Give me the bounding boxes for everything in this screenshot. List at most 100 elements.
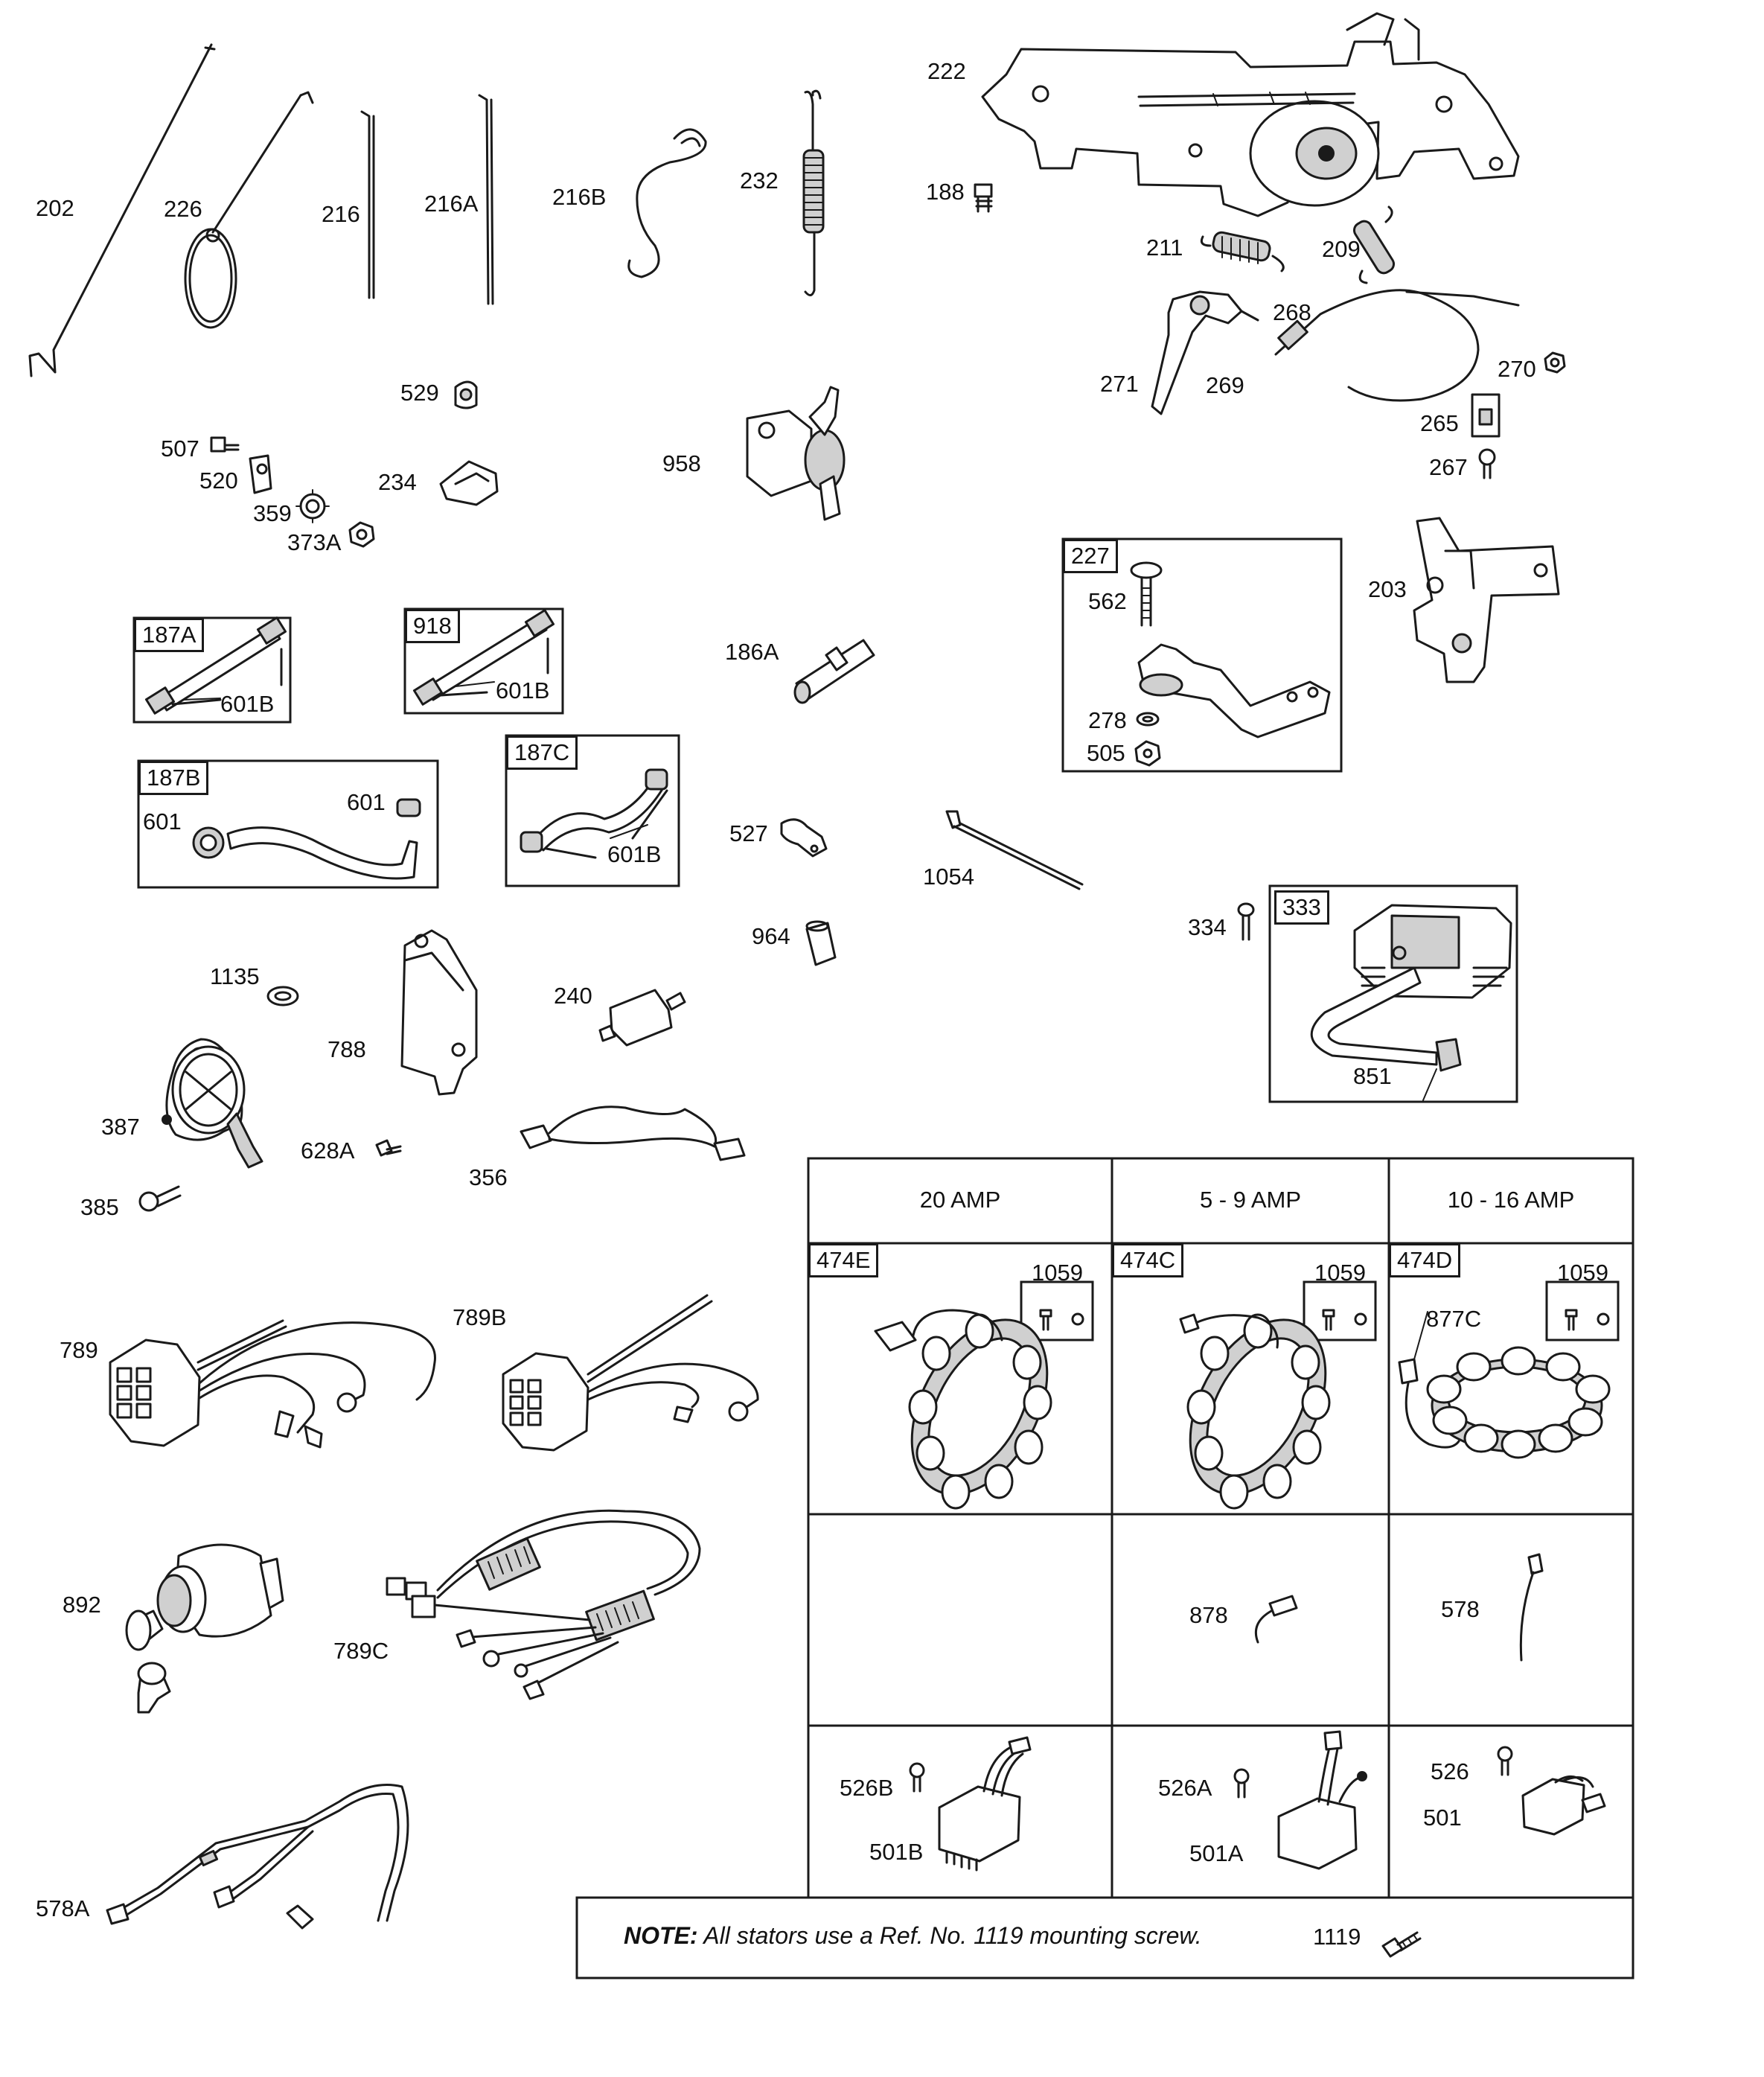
connector-878	[1254, 1595, 1298, 1644]
kit-box-187A	[132, 616, 292, 724]
bracket-520	[249, 454, 272, 494]
label-356: 356	[469, 1164, 508, 1190]
label-892: 892	[63, 1592, 101, 1618]
nut-505	[1134, 740, 1161, 767]
label-268: 268	[1273, 299, 1311, 325]
label-578: 578	[1441, 1596, 1480, 1622]
label-474C: 474C	[1112, 1243, 1184, 1277]
choke-bracket-227	[1137, 643, 1331, 738]
fuel-valve-958	[746, 386, 846, 521]
label-958: 958	[662, 450, 701, 476]
label-211: 211	[1146, 234, 1183, 261]
choke-link-226	[184, 91, 314, 329]
clip-527	[780, 818, 828, 858]
label-222: 222	[927, 58, 966, 84]
label-216A: 216A	[424, 191, 479, 217]
screw-526	[1497, 1746, 1513, 1776]
label-1059-c: 1059	[1557, 1260, 1608, 1286]
link-216	[360, 110, 375, 299]
label-789B: 789B	[453, 1304, 507, 1330]
label-507: 507	[161, 436, 199, 462]
note-text: All stators use a Ref. No. 1119 mounting…	[697, 1922, 1202, 1949]
screw-628A	[375, 1139, 402, 1157]
kit-box-227	[1061, 537, 1343, 773]
label-501: 501	[1423, 1805, 1462, 1831]
bracket-788	[400, 929, 478, 1096]
label-578A: 578A	[36, 1895, 90, 1921]
wire-578	[1519, 1553, 1544, 1662]
fuel-line-918	[412, 609, 555, 706]
label-227: 227	[1063, 539, 1118, 573]
label-202: 202	[36, 195, 74, 221]
header-10-16-amp: 10 - 16 AMP	[1447, 1187, 1575, 1213]
label-789: 789	[60, 1337, 98, 1363]
label-918: 918	[405, 609, 460, 643]
label-1054: 1054	[923, 864, 974, 890]
label-1059-a: 1059	[1032, 1260, 1083, 1286]
fitting-186A	[793, 639, 875, 704]
screw-188	[974, 183, 993, 213]
label-216: 216	[322, 201, 360, 227]
label-474E: 474E	[808, 1243, 879, 1277]
grommet-1135	[266, 986, 299, 1006]
label-601-a: 601	[143, 808, 182, 835]
label-851: 851	[1353, 1063, 1392, 1089]
kit-box-1059-b	[1303, 1280, 1377, 1341]
stator-474E	[874, 1309, 1052, 1510]
label-474D: 474D	[1389, 1243, 1461, 1277]
label-373A: 373A	[287, 529, 342, 555]
screws-1059	[1039, 1309, 1610, 1331]
spring-232	[802, 89, 825, 296]
label-601B-c: 601B	[607, 841, 662, 867]
fuel-line-187C	[520, 768, 668, 859]
label-278: 278	[1088, 707, 1127, 733]
label-601-b: 601	[347, 789, 386, 815]
label-788: 788	[327, 1036, 366, 1062]
label-203: 203	[1368, 576, 1407, 602]
regulator-501	[1521, 1776, 1606, 1836]
label-877C: 877C	[1426, 1306, 1482, 1332]
kit-box-1059-c	[1545, 1280, 1620, 1341]
label-878: 878	[1189, 1602, 1228, 1628]
cable-clamp-271	[1151, 290, 1259, 415]
label-387: 387	[101, 1114, 140, 1140]
fuel-filter-240	[598, 989, 686, 1047]
label-270: 270	[1498, 356, 1536, 382]
screw-267	[1478, 448, 1496, 479]
header-5-9-amp: 5 - 9 AMP	[1199, 1187, 1302, 1213]
label-501B: 501B	[869, 1839, 924, 1865]
kit-box-187B	[137, 759, 439, 889]
kit-box-333	[1268, 884, 1518, 1103]
ignition-switch-892	[125, 1543, 284, 1714]
stator-474C	[1179, 1313, 1331, 1510]
label-964: 964	[752, 923, 790, 949]
label-601B-a: 601B	[220, 691, 275, 717]
nut-373A	[348, 521, 375, 548]
screw-562	[1130, 561, 1163, 627]
label-226: 226	[164, 196, 202, 222]
screw-334	[1237, 902, 1255, 941]
note-prefix: NOTE:	[624, 1922, 698, 1949]
label-601B-b: 601B	[496, 677, 550, 704]
link-216B	[627, 128, 707, 278]
label-271: 271	[1100, 371, 1139, 397]
label-529: 529	[400, 380, 439, 406]
label-789C: 789C	[333, 1638, 389, 1664]
screw-526A	[1233, 1768, 1250, 1799]
label-333: 333	[1274, 890, 1329, 925]
kit-box-187C	[505, 734, 680, 887]
throttle-cable-268	[1274, 289, 1520, 402]
nut-270	[1544, 351, 1566, 374]
label-334: 334	[1188, 914, 1227, 940]
label-209: 209	[1322, 236, 1361, 262]
label-1059-b: 1059	[1314, 1260, 1366, 1286]
label-186A: 186A	[725, 639, 779, 665]
screw-507	[210, 436, 240, 453]
label-188: 188	[926, 179, 965, 205]
control-bracket-222	[981, 12, 1520, 217]
bushing-964	[805, 920, 837, 966]
label-385: 385	[80, 1194, 119, 1220]
screw-526B	[909, 1762, 925, 1793]
washer-278	[1136, 712, 1160, 727]
